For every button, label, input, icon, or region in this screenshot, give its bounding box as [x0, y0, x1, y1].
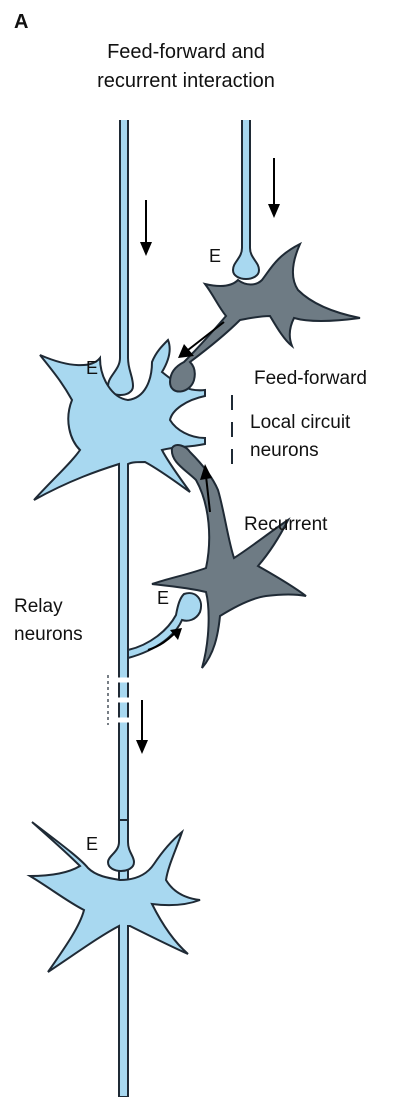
label-feed-forward: Feed-forward — [254, 368, 367, 389]
panel-label: A — [14, 11, 28, 33]
label-relay-line1: Relay — [14, 596, 63, 617]
arrow-down-relay-output — [136, 700, 148, 754]
label-recurrent: Recurrent — [244, 514, 328, 535]
input-axon-relay — [108, 120, 133, 395]
synapse-label-interneuron-side: E — [157, 588, 169, 608]
input-axon-bottom — [108, 820, 134, 871]
synapse-label-interneuron-top: E — [209, 246, 221, 266]
figure-title-line2: recurrent interaction — [97, 70, 275, 92]
arrow-down-left-input — [140, 200, 152, 256]
label-local-circuit-line2: neurons — [250, 440, 319, 461]
input-axon-interneuron — [233, 120, 259, 279]
label-local-circuit-line1: Local circuit — [250, 412, 351, 433]
arrow-down-right-input — [268, 158, 280, 218]
figure-title-line1: Feed-forward and — [107, 41, 265, 63]
synapse-label-relay-top: E — [86, 358, 98, 378]
synapse-label-relay-bottom: E — [86, 834, 98, 854]
label-relay-line2: neurons — [14, 624, 83, 645]
